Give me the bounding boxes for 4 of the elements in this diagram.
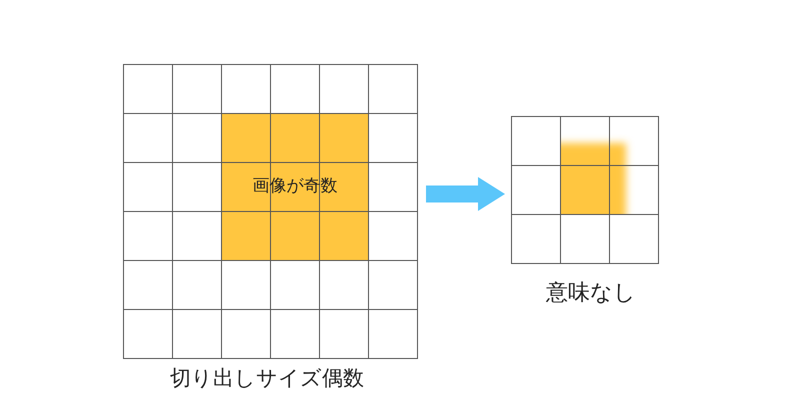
arrow: [426, 177, 505, 211]
grid-label: 意味なし: [546, 280, 636, 306]
grid-label: 切り出しサイズ偶数: [170, 366, 364, 390]
highlighted-region: [221, 113, 369, 261]
